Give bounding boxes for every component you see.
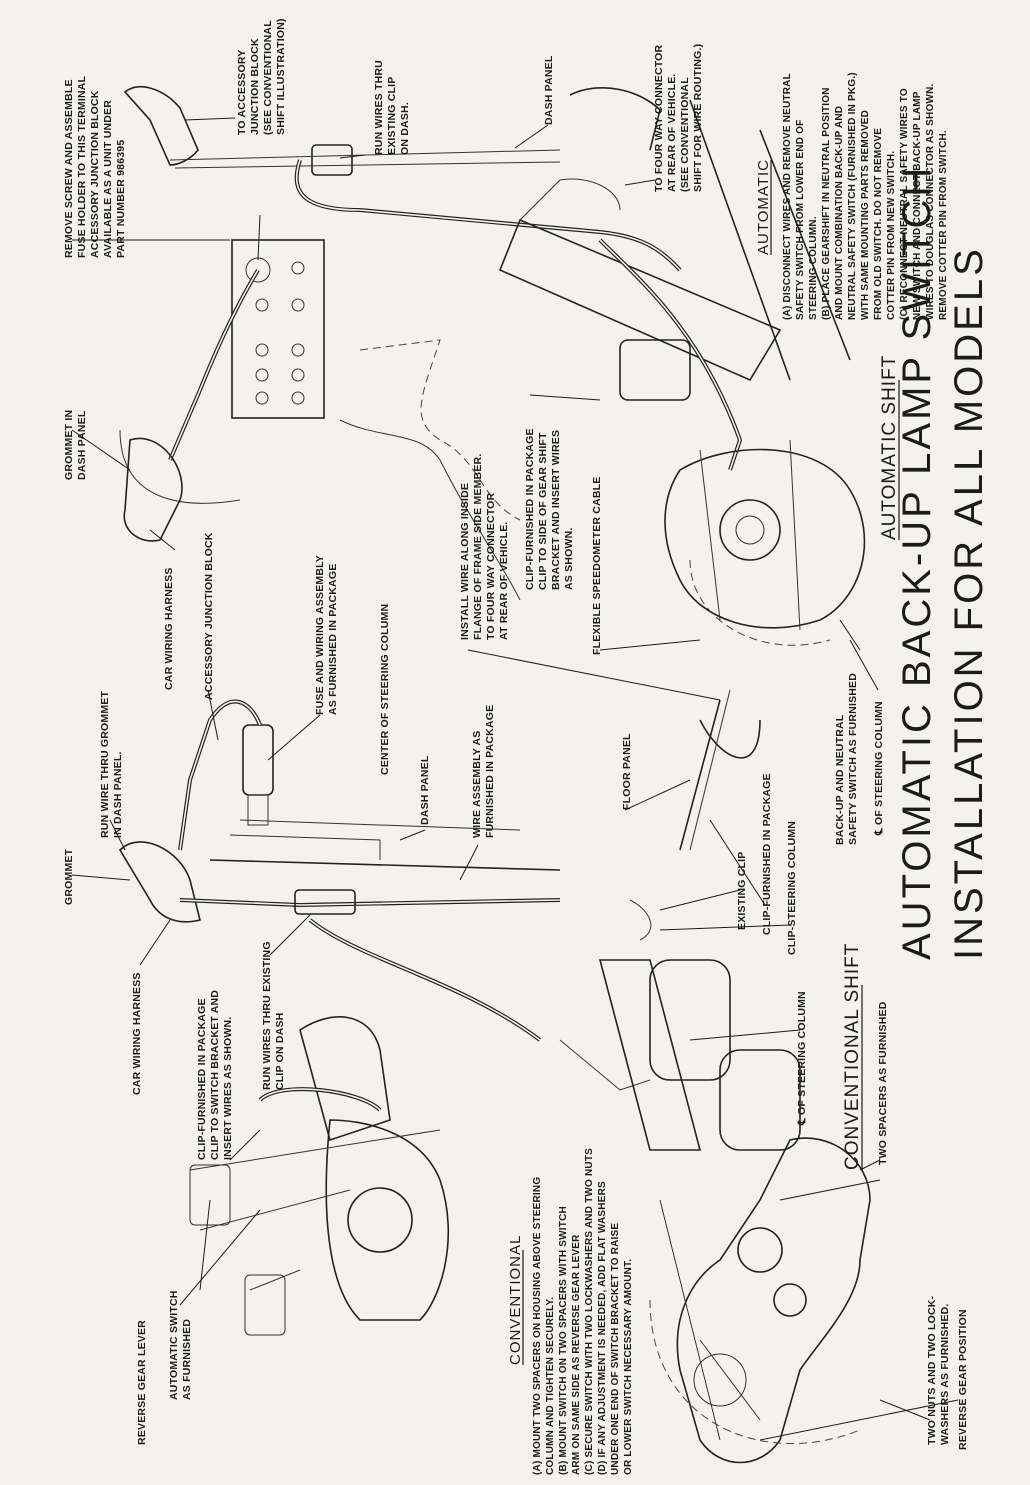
callout-to-accessory-4: SHIFT ILLUSTRATION)	[275, 18, 287, 135]
auto-step-b-line-2: AND MOUNT COMBINATION BACK-UP AND	[834, 106, 845, 320]
callout-auto-switch-2: AS FURNISHED	[181, 1319, 193, 1400]
auto-step-b-line-1: (B) PLACE GEARSHIFT IN NEUTRAL POSITION	[821, 87, 832, 320]
callouts: REMOVE SCREW AND ASSEMBLE FUSE HOLDER TO…	[63, 18, 969, 1450]
auto-step-c-line-1: (C) RECONNECT NEUTRAL SAFETY WIRES TO	[899, 88, 910, 320]
callout-clip-gear-shift-3: BRACKET AND INSERT WIRES	[550, 430, 562, 590]
callout-four-way-1: TO FOUR WAY CONNECTOR	[653, 44, 665, 192]
callout-to-accessory-2: JUNCTION BLOCK	[249, 38, 261, 135]
callout-speedometer: FLEXIBLE SPEEDOMETER CABLE	[591, 477, 603, 655]
callout-to-accessory-1: TO ACCESSORY	[236, 50, 248, 135]
callout-two-nuts-1: TWO NUTS AND TWO LOCK-	[926, 1295, 938, 1445]
callout-clip-furnished: CLIP-FURNISHED IN PACKAGE	[761, 773, 773, 935]
leader-lines	[71, 117, 959, 1441]
callout-grommet: GROMMET	[63, 848, 75, 905]
callout-to-accessory-3: (SEE CONVENTIONAL	[262, 20, 274, 135]
automatic-instructions: AUTOMATIC (A) DISCONNECT WIRES AND REMOV…	[755, 72, 949, 320]
auto-step-b-line-6: COTTER PIN FROM NEW SWITCH.	[886, 151, 897, 320]
callout-existing-clip: EXISTING CLIP	[736, 852, 748, 930]
callout-clip-gear-shift-2: CLIP TO SIDE OF GEAR SHIFT	[537, 432, 549, 590]
callout-install-wire-3: TO FOUR WAY CONNECTOR	[485, 492, 497, 640]
callout-run-wires-top-2: EXISTING CLIP	[386, 77, 398, 155]
auto-step-b-line-3: NEUTRAL SAFETY SWITCH (FURNISHED IN PKG.…	[847, 72, 858, 320]
title-line-2: INSTALLATION FOR ALL MODELS	[947, 246, 991, 960]
callout-run-wires-low-2: CLIP ON DASH	[274, 1013, 286, 1090]
callout-reverse-position: REVERSE GEAR POSITION	[957, 1309, 969, 1450]
callout-fuse-assembly-2: AS FURNISHED IN PACKAGE	[327, 564, 339, 715]
callout-backup-switch-2: SAFETY SWITCH AS FURNISHED	[847, 673, 859, 845]
conventional-heading: CONVENTIONAL	[507, 1235, 524, 1365]
callout-auto-switch-1: AUTOMATIC SWITCH	[168, 1290, 180, 1400]
conv-step-d-line-2: UNDER ONE END OF SWITCH BRACKET TO RAISE	[610, 1223, 621, 1475]
callout-install-wire-1: INSTALL WIRE ALONG INSIDE	[459, 483, 471, 640]
automatic-shift-title: AUTOMATIC SHIFT	[879, 355, 900, 540]
callout-accessory-block: ACCESSORY JUNCTION BLOCK	[203, 532, 215, 700]
callout-grommet-dash-2: DASH PANEL	[76, 410, 88, 480]
conventional-shift-title: CONVENTIONAL SHIFT	[842, 943, 863, 1170]
automatic-heading: AUTOMATIC	[755, 159, 772, 255]
callout-install-wire-2: FLANGE OF FRAME SIDE MEMBER.	[472, 454, 484, 640]
conv-step-b-line-1: (B) MOUNT SWITCH ON TWO SPACERS WITH SWI…	[558, 1206, 569, 1475]
conventional-instructions: CONVENTIONAL (A) MOUNT TWO SPACERS ON HO…	[507, 1148, 634, 1475]
callout-remove-screw-4: AVAILABLE AS A UNIT UNDER	[102, 100, 114, 258]
callout-reverse-lever: REVERSE GEAR LEVER	[136, 1320, 148, 1445]
callout-four-way-2: AT REAR OF VEHICLE.	[666, 73, 678, 192]
conv-step-a-line-2: COLUMN AND TIGHTEN SECURELY.	[545, 1297, 556, 1475]
callout-dash-panel-mid: DASH PANEL	[419, 755, 431, 825]
callout-four-way-3: (SEE CONVENTIONAL	[679, 77, 691, 192]
callout-cl-steering-auto: ℄ OF STEERING COLUMN	[873, 701, 885, 836]
callout-wire-assembly-1: WIRE ASSEMBLY AS	[471, 731, 483, 838]
auto-step-c-line-2: NEW SWITCH AND CONNECT BACK-UP LAMP	[912, 91, 923, 320]
callout-run-wire-grommet-1: RUN WIRE THRU GROMMET	[99, 691, 111, 838]
callout-remove-screw-5: PART NUMBER 986395	[115, 140, 127, 258]
section-titles: AUTOMATIC SHIFT CONVENTIONAL SHIFT	[842, 355, 900, 1170]
auto-step-b-line-5: FROM OLD SWITCH. DO NOT REMOVE	[873, 128, 884, 320]
conv-step-c-line-1: (C) SECURE SWITCH WITH TWO LOCKWASHERS A…	[584, 1148, 595, 1475]
callout-grommet-dash-1: GROMMET IN	[63, 410, 75, 480]
artwork	[118, 86, 871, 1464]
callout-clip-gear-shift-4: AS SHOWN.	[563, 528, 575, 590]
title-block: AUTOMATIC BACK-UP LAMP SWITCH INSTALLATI…	[895, 165, 991, 960]
auto-step-c-line-4: REMOVE COTTER PIN FROM SWITCH.	[938, 130, 949, 320]
auto-step-a-line-2: SAFETY SWITCH FROM LOWER END OF	[795, 120, 806, 320]
conv-step-b-line-2: ARM ON SAME SIDE AS REVERSE GEAR LEVER	[571, 1234, 582, 1475]
callout-car-harness-low: CAR WIRING HARNESS	[131, 972, 143, 1095]
callout-two-spacers: TWO SPACERS AS FURNISHED	[877, 1001, 889, 1165]
callout-clip-switch-bracket-2: CLIP TO SWITCH BRACKET AND	[209, 990, 221, 1160]
callout-clip-switch-bracket-3: INSERT WIRES AS SHOWN.	[222, 1017, 234, 1160]
callout-wire-assembly-2: FURNISHED IN PACKAGE	[484, 705, 496, 838]
auto-step-a-line-1: (A) DISCONNECT WIRES AND REMOVE NEUTRAL	[782, 73, 793, 320]
callout-run-wires-top-1: RUN WIRES THRU	[373, 60, 385, 155]
callout-remove-screw-2: FUSE HOLDER TO THIS TERMINAL	[76, 75, 88, 258]
callout-fuse-assembly-1: FUSE AND WIRING ASSEMBLY	[314, 555, 326, 715]
callout-clip-gear-shift-1: CLIP-FURNISHED IN PACKAGE	[524, 428, 536, 590]
callout-remove-screw-1: REMOVE SCREW AND ASSEMBLE	[63, 79, 75, 258]
callout-two-nuts-2: WASHERS AS FURNISHED.	[939, 1304, 951, 1446]
auto-step-a-line-3: STEERING COLUMN.	[808, 216, 819, 320]
auto-step-c-line-3: WIRES TO DOUGLAS CONNECTOR AS SHOWN.	[925, 84, 936, 320]
callout-remove-screw-3: ACCESSORY JUNCTION BLOCK	[89, 90, 101, 258]
callout-clip-switch-bracket-1: CLIP-FURNISHED IN PACKAGE	[196, 998, 208, 1160]
callout-install-wire-4: AT REAR OF VEHICLE.	[498, 521, 510, 640]
callout-clip-steering: CLIP-STEERING COLUMN	[786, 821, 798, 955]
auto-step-b-line-4: WITH SAME MOUNTING PARTS REMOVED	[860, 110, 871, 320]
conv-step-d-line-3: OR LOWER SWITCH NECESSARY AMOUNT.	[623, 1259, 634, 1475]
callout-run-wires-low-1: RUN WIRES THRU EXISTING	[261, 941, 273, 1090]
callout-cl-steering-conv: ℄ OF STEERING COLUMN	[796, 991, 808, 1126]
callout-center-column: CENTER OF STEERING COLUMN	[379, 604, 391, 775]
callout-backup-switch-1: BACK-UP AND NEUTRAL	[834, 714, 846, 845]
callout-dash-panel-top: DASH PANEL	[543, 55, 555, 125]
callout-four-way-4: SHIFT FOR WIRE ROUTING.)	[692, 44, 704, 192]
callout-run-wire-grommet-2: IN DASH PANEL.	[112, 751, 124, 838]
callout-car-harness-mid: CAR WIRING HARNESS	[163, 567, 175, 690]
conv-step-d-line-1: (D) IF ANY ADJUSTMENT IS NEEDED, ADD FLA…	[597, 1181, 608, 1475]
title-line-1: AUTOMATIC BACK-UP LAMP SWITCH	[895, 165, 939, 960]
callout-floor-panel: FLOOR PANEL	[621, 733, 633, 810]
conv-step-a-line-1: (A) MOUNT TWO SPACERS ON HOUSING ABOVE S…	[532, 1177, 543, 1475]
callout-run-wires-top-3: ON DASH.	[399, 102, 411, 155]
